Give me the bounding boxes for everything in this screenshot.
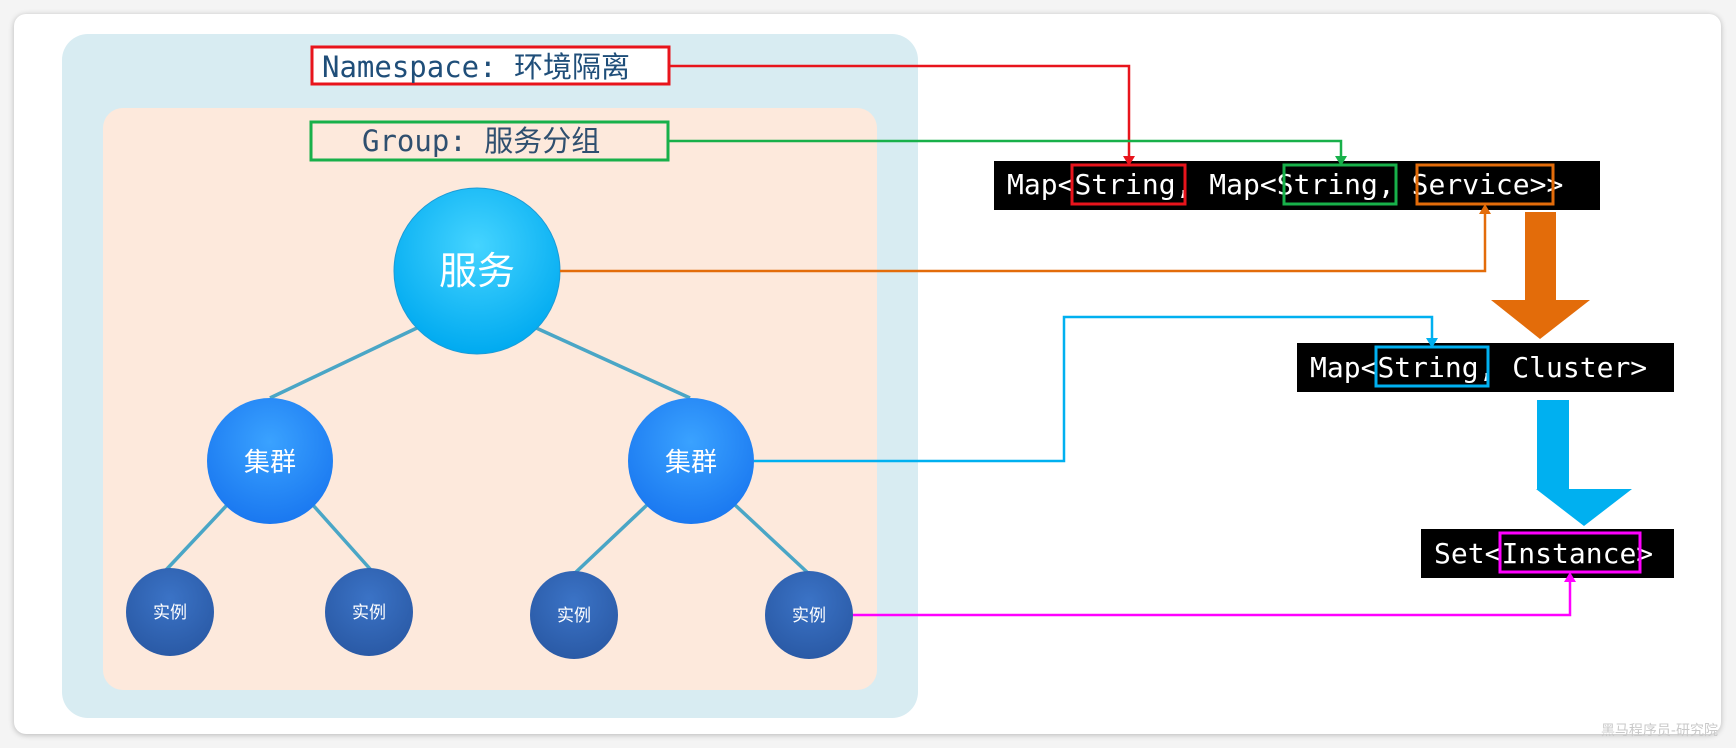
instance-node-3 [530, 571, 618, 659]
map-cluster-prefix: Map< [1310, 351, 1377, 384]
instance-node-4 [765, 571, 853, 659]
map-outer-mid: , Map< [1176, 168, 1277, 201]
cluster-node-right-label: 集群 [665, 448, 717, 478]
set-instance-value: Instance [1501, 537, 1636, 570]
instance-node-4-label: 实例 [792, 606, 826, 626]
map-outer-value: Service [1412, 168, 1530, 201]
connector-instance [853, 580, 1572, 617]
namespace-label: Namespace: 环境隔离 [322, 50, 630, 84]
edge-service-cluster-left [269, 325, 420, 400]
cluster-node-left [207, 398, 333, 524]
big-arrow-orange [1491, 212, 1590, 339]
map-outer-prefix: Map< [1007, 168, 1074, 201]
connector-service-arrowhead [1479, 204, 1491, 214]
type-map-outer-bg [994, 161, 1600, 210]
type-set-instance-bg [1421, 529, 1674, 578]
svg-text:Set<Instance>: Set<Instance> [1434, 537, 1653, 570]
connector-cluster [754, 315, 1434, 463]
instance-node-3-label: 实例 [557, 606, 591, 626]
map-cluster-suffix: , Cluster> [1479, 351, 1648, 384]
group-label: Group: 服务分组 [362, 124, 600, 158]
edge-cluster-right-instance-4 [732, 502, 810, 575]
set-instance-prefix: Set< [1434, 537, 1501, 570]
instance-node-1 [126, 568, 214, 656]
highlight-group-key [1282, 163, 1398, 206]
type-set-instance: Set<Instance> [1421, 529, 1674, 578]
connector-namespace [669, 64, 1131, 158]
group-panel [103, 108, 877, 690]
tree-edges [164, 325, 810, 575]
instance-node-2 [325, 568, 413, 656]
map-cluster-key: String [1377, 351, 1478, 384]
cluster-node-right [628, 398, 754, 524]
map-outer-key: String [1074, 168, 1175, 201]
edge-cluster-right-instance-3 [573, 502, 650, 575]
svg-text:Map<String, Cluster>: Map<String, Cluster> [1310, 351, 1647, 384]
edge-service-cluster-right [533, 325, 691, 400]
connector-group [668, 139, 1343, 158]
type-map-outer: Map<String, Map<String, Service>> [994, 161, 1600, 210]
connector-cluster-arrowhead [1426, 338, 1438, 348]
map-outer-key2: String [1277, 168, 1378, 201]
type-map-cluster-bg [1297, 343, 1674, 392]
instance-node-2-label: 实例 [352, 603, 386, 623]
connector-group-arrowhead [1335, 156, 1347, 166]
edge-cluster-left-instance-1 [164, 502, 230, 572]
connector-instance-arrowhead [1564, 572, 1576, 582]
connector-namespace-arrowhead [1123, 156, 1135, 166]
group-label-box [309, 120, 670, 162]
cluster-node-left-label: 集群 [244, 448, 296, 478]
service-node-label: 服务 [439, 249, 515, 293]
type-map-cluster: Map<String, Cluster> [1297, 343, 1674, 392]
map-outer-suffix: >> [1530, 168, 1564, 201]
big-arrow-blue [1536, 400, 1632, 526]
instance-node-1-label: 实例 [153, 603, 187, 623]
edge-cluster-left-instance-2 [310, 502, 373, 572]
watermark: 黑马程序员-研究院 [1600, 723, 1718, 739]
connector-service [560, 212, 1487, 273]
